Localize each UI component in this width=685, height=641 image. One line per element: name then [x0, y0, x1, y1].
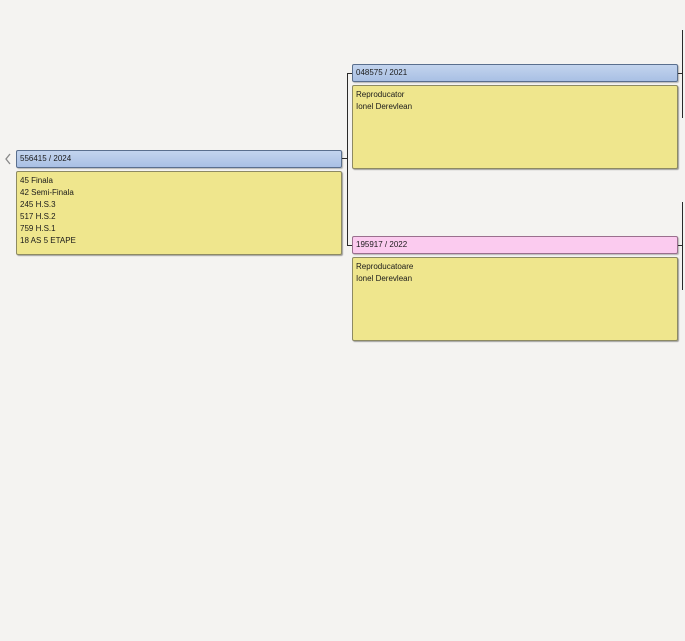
- connector-line: [347, 73, 348, 245]
- connector-line: [678, 73, 683, 74]
- sire-header[interactable]: 048575 / 2021: [352, 64, 678, 82]
- sire-body[interactable]: Reproducator Ionel Derevlean: [352, 85, 678, 169]
- chevron-left-icon[interactable]: [3, 152, 13, 166]
- result-line: 759 H.S.1: [20, 224, 56, 233]
- result-line: 18 AS 5 ETAPE: [20, 236, 76, 245]
- dam-info-line: Reproducatoare: [356, 262, 414, 271]
- result-line: 45 Finala: [20, 176, 53, 185]
- connector-line: [347, 73, 353, 74]
- result-line: 245 H.S.3: [20, 200, 56, 209]
- connector-line: [682, 202, 683, 290]
- dam-body[interactable]: Reproducatoare Ionel Derevlean: [352, 257, 678, 341]
- sire-info-line: Reproducator: [356, 90, 405, 99]
- result-line: 42 Semi-Finala: [20, 188, 74, 197]
- dam-header[interactable]: 195917 / 2022: [352, 236, 678, 254]
- subject-header[interactable]: 556415 / 2024: [16, 150, 342, 168]
- connector-line: [347, 245, 353, 246]
- connector-line: [682, 30, 683, 118]
- subject-body[interactable]: 45 Finala 42 Semi-Finala 245 H.S.3 517 H…: [16, 171, 342, 255]
- connector-line: [342, 158, 348, 159]
- connector-line: [678, 245, 683, 246]
- result-line: 517 H.S.2: [20, 212, 56, 221]
- sire-info-line: Ionel Derevlean: [356, 102, 413, 111]
- dam-info-line: Ionel Derevlean: [356, 274, 413, 283]
